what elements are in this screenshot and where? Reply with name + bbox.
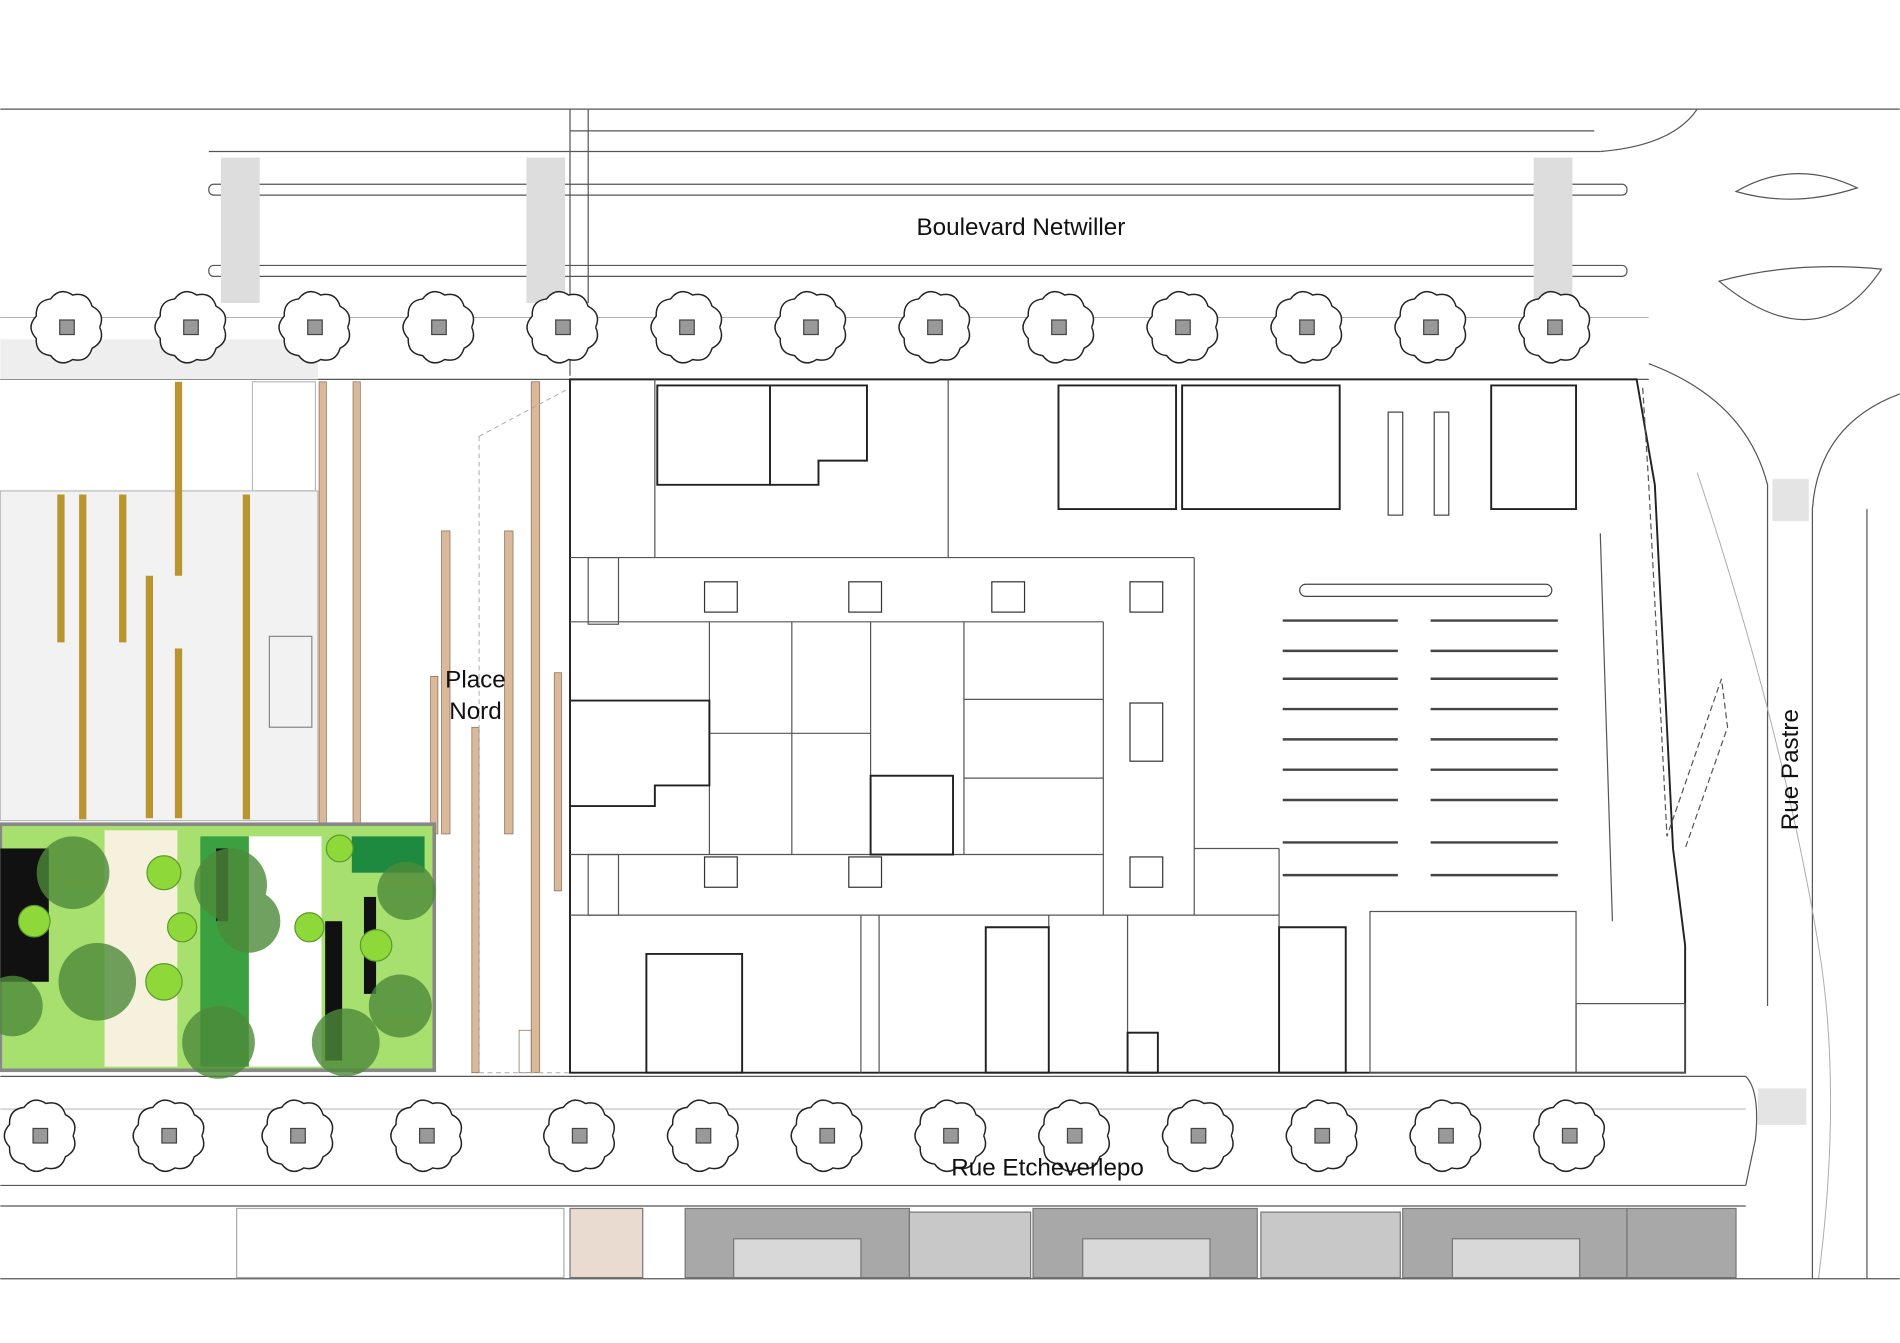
tree-top-row [30, 290, 103, 364]
tree-bottom-row [543, 1099, 615, 1173]
tree-bottom-row [261, 1099, 334, 1173]
tree-top-row [898, 290, 971, 364]
tree-top-row [154, 290, 227, 364]
place-nord-label-line2: Nord [449, 698, 502, 725]
tree-top-row [1518, 290, 1591, 364]
tree-bottom-row [666, 1099, 739, 1173]
building-floor-plan [569, 378, 1729, 1074]
tree-top-row [650, 290, 723, 364]
boulevard-netwiller-label: Boulevard Netwiller [917, 214, 1126, 241]
place-nord-label-line1: Place [445, 666, 506, 693]
tree-bottom-row [790, 1099, 863, 1173]
rue-etcheverlepo-label: Rue Etcheverlepo [951, 1155, 1144, 1182]
tree-bottom-row [1038, 1099, 1110, 1173]
street-trees [3, 290, 1605, 1173]
tree-bottom-row [3, 1099, 76, 1173]
tree-bottom-row [390, 1099, 463, 1173]
tree-bottom-row [1161, 1099, 1234, 1173]
tree-bottom-row [914, 1099, 987, 1173]
tree-bottom-row [132, 1099, 205, 1173]
rue-pastre-street [1648, 363, 1900, 1279]
tree-top-row [1394, 290, 1467, 364]
parking-rows [1282, 619, 1558, 877]
tree-top-row [774, 290, 847, 364]
tree-top-row [1146, 290, 1219, 364]
tree-bottom-row [1533, 1099, 1605, 1173]
rue-pastre-label: Rue Pastre [1777, 709, 1804, 830]
tree-top-row [1022, 290, 1095, 364]
tree-top-row [402, 290, 475, 364]
tree-top-row [1270, 290, 1343, 364]
tree-bottom-row [1285, 1099, 1358, 1173]
tree-bottom-row [1409, 1099, 1482, 1173]
tree-top-row [526, 290, 599, 364]
tree-top-row [278, 290, 351, 364]
plaza-paving [0, 381, 571, 1074]
garden [0, 822, 437, 1079]
neighbour-buildings [236, 1207, 1737, 1279]
